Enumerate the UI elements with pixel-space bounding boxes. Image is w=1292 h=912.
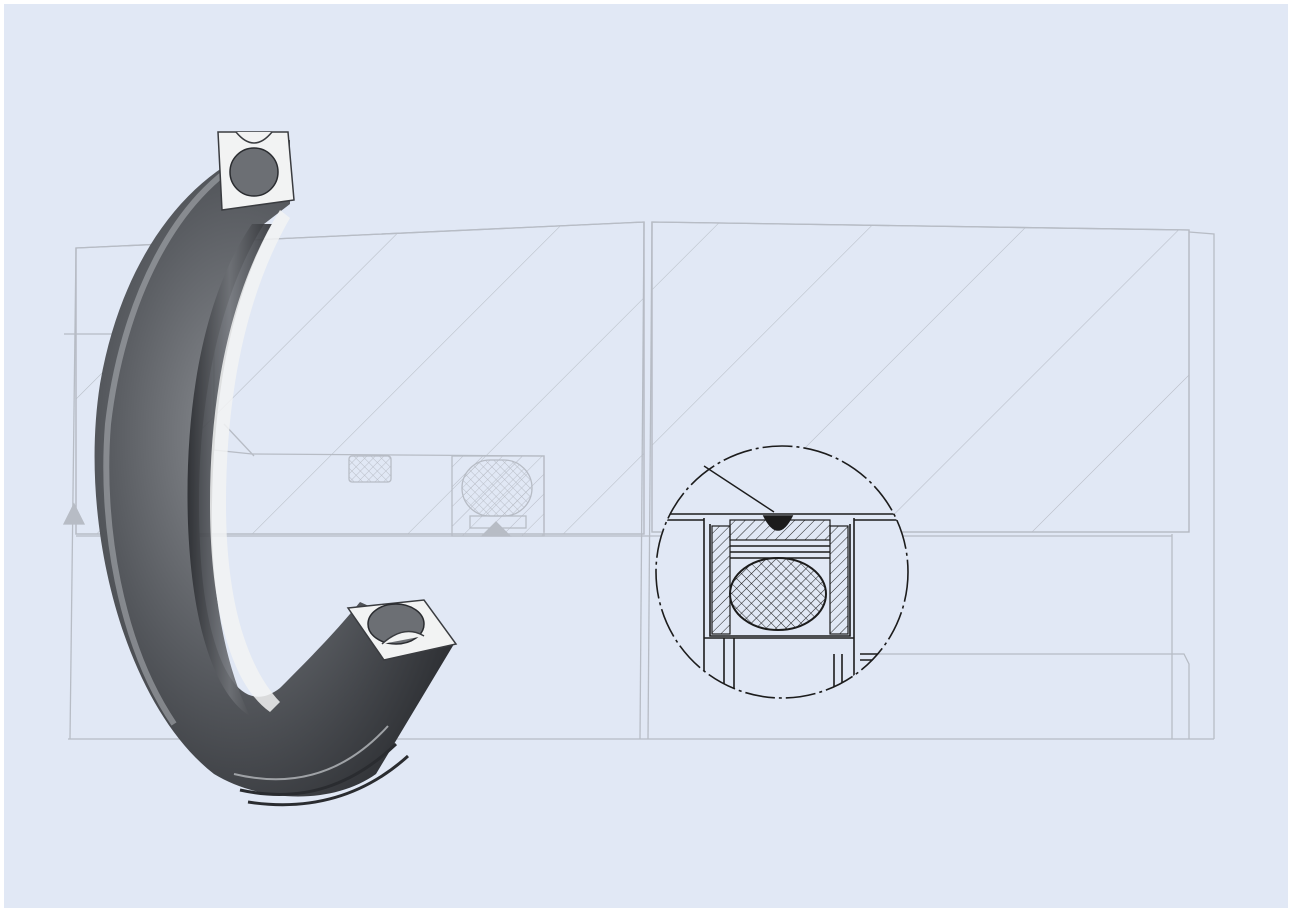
technical-drawing xyxy=(62,131,1215,807)
magnified-detail-circle xyxy=(655,445,909,699)
seal-top-end xyxy=(217,131,295,211)
seal-bottom-end xyxy=(346,599,458,661)
seal-ring-photo xyxy=(94,131,458,807)
illustration-canvas xyxy=(4,4,1288,908)
